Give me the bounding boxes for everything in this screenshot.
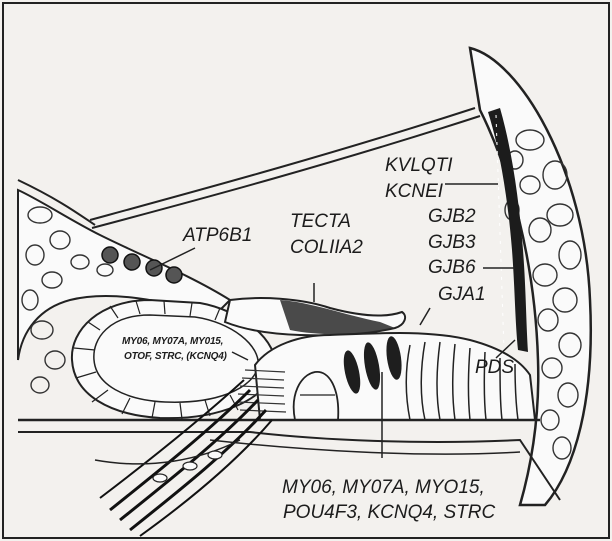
spiral-ligament — [470, 48, 591, 505]
label-hair-cell-line1: MY06, MY07A, MYO15, — [282, 478, 485, 497]
label-pds: PDS — [475, 358, 514, 377]
label-inner-sulcus-line2: OTOF, STRC, (KCNQ4) — [124, 352, 227, 362]
label-kvlqt1: KVLQTI — [385, 156, 453, 175]
label-gja1: GJA1 — [438, 285, 486, 304]
label-gjb6: GJB6 — [428, 258, 476, 277]
label-tecta: TECTA — [290, 212, 351, 231]
label-hair-cell-line2: POU4F3, KCNQ4, STRC — [283, 503, 495, 522]
label-gjb2: GJB2 — [428, 207, 476, 226]
label-kcne1: KCNEI — [385, 182, 443, 201]
label-col11a2: COLIIA2 — [290, 238, 363, 257]
label-inner-sulcus-line1: MY06, MY07A, MY015, — [122, 337, 223, 347]
label-gjb3: GJB3 — [428, 233, 476, 252]
label-atp6b1: ATP6B1 — [183, 226, 252, 245]
